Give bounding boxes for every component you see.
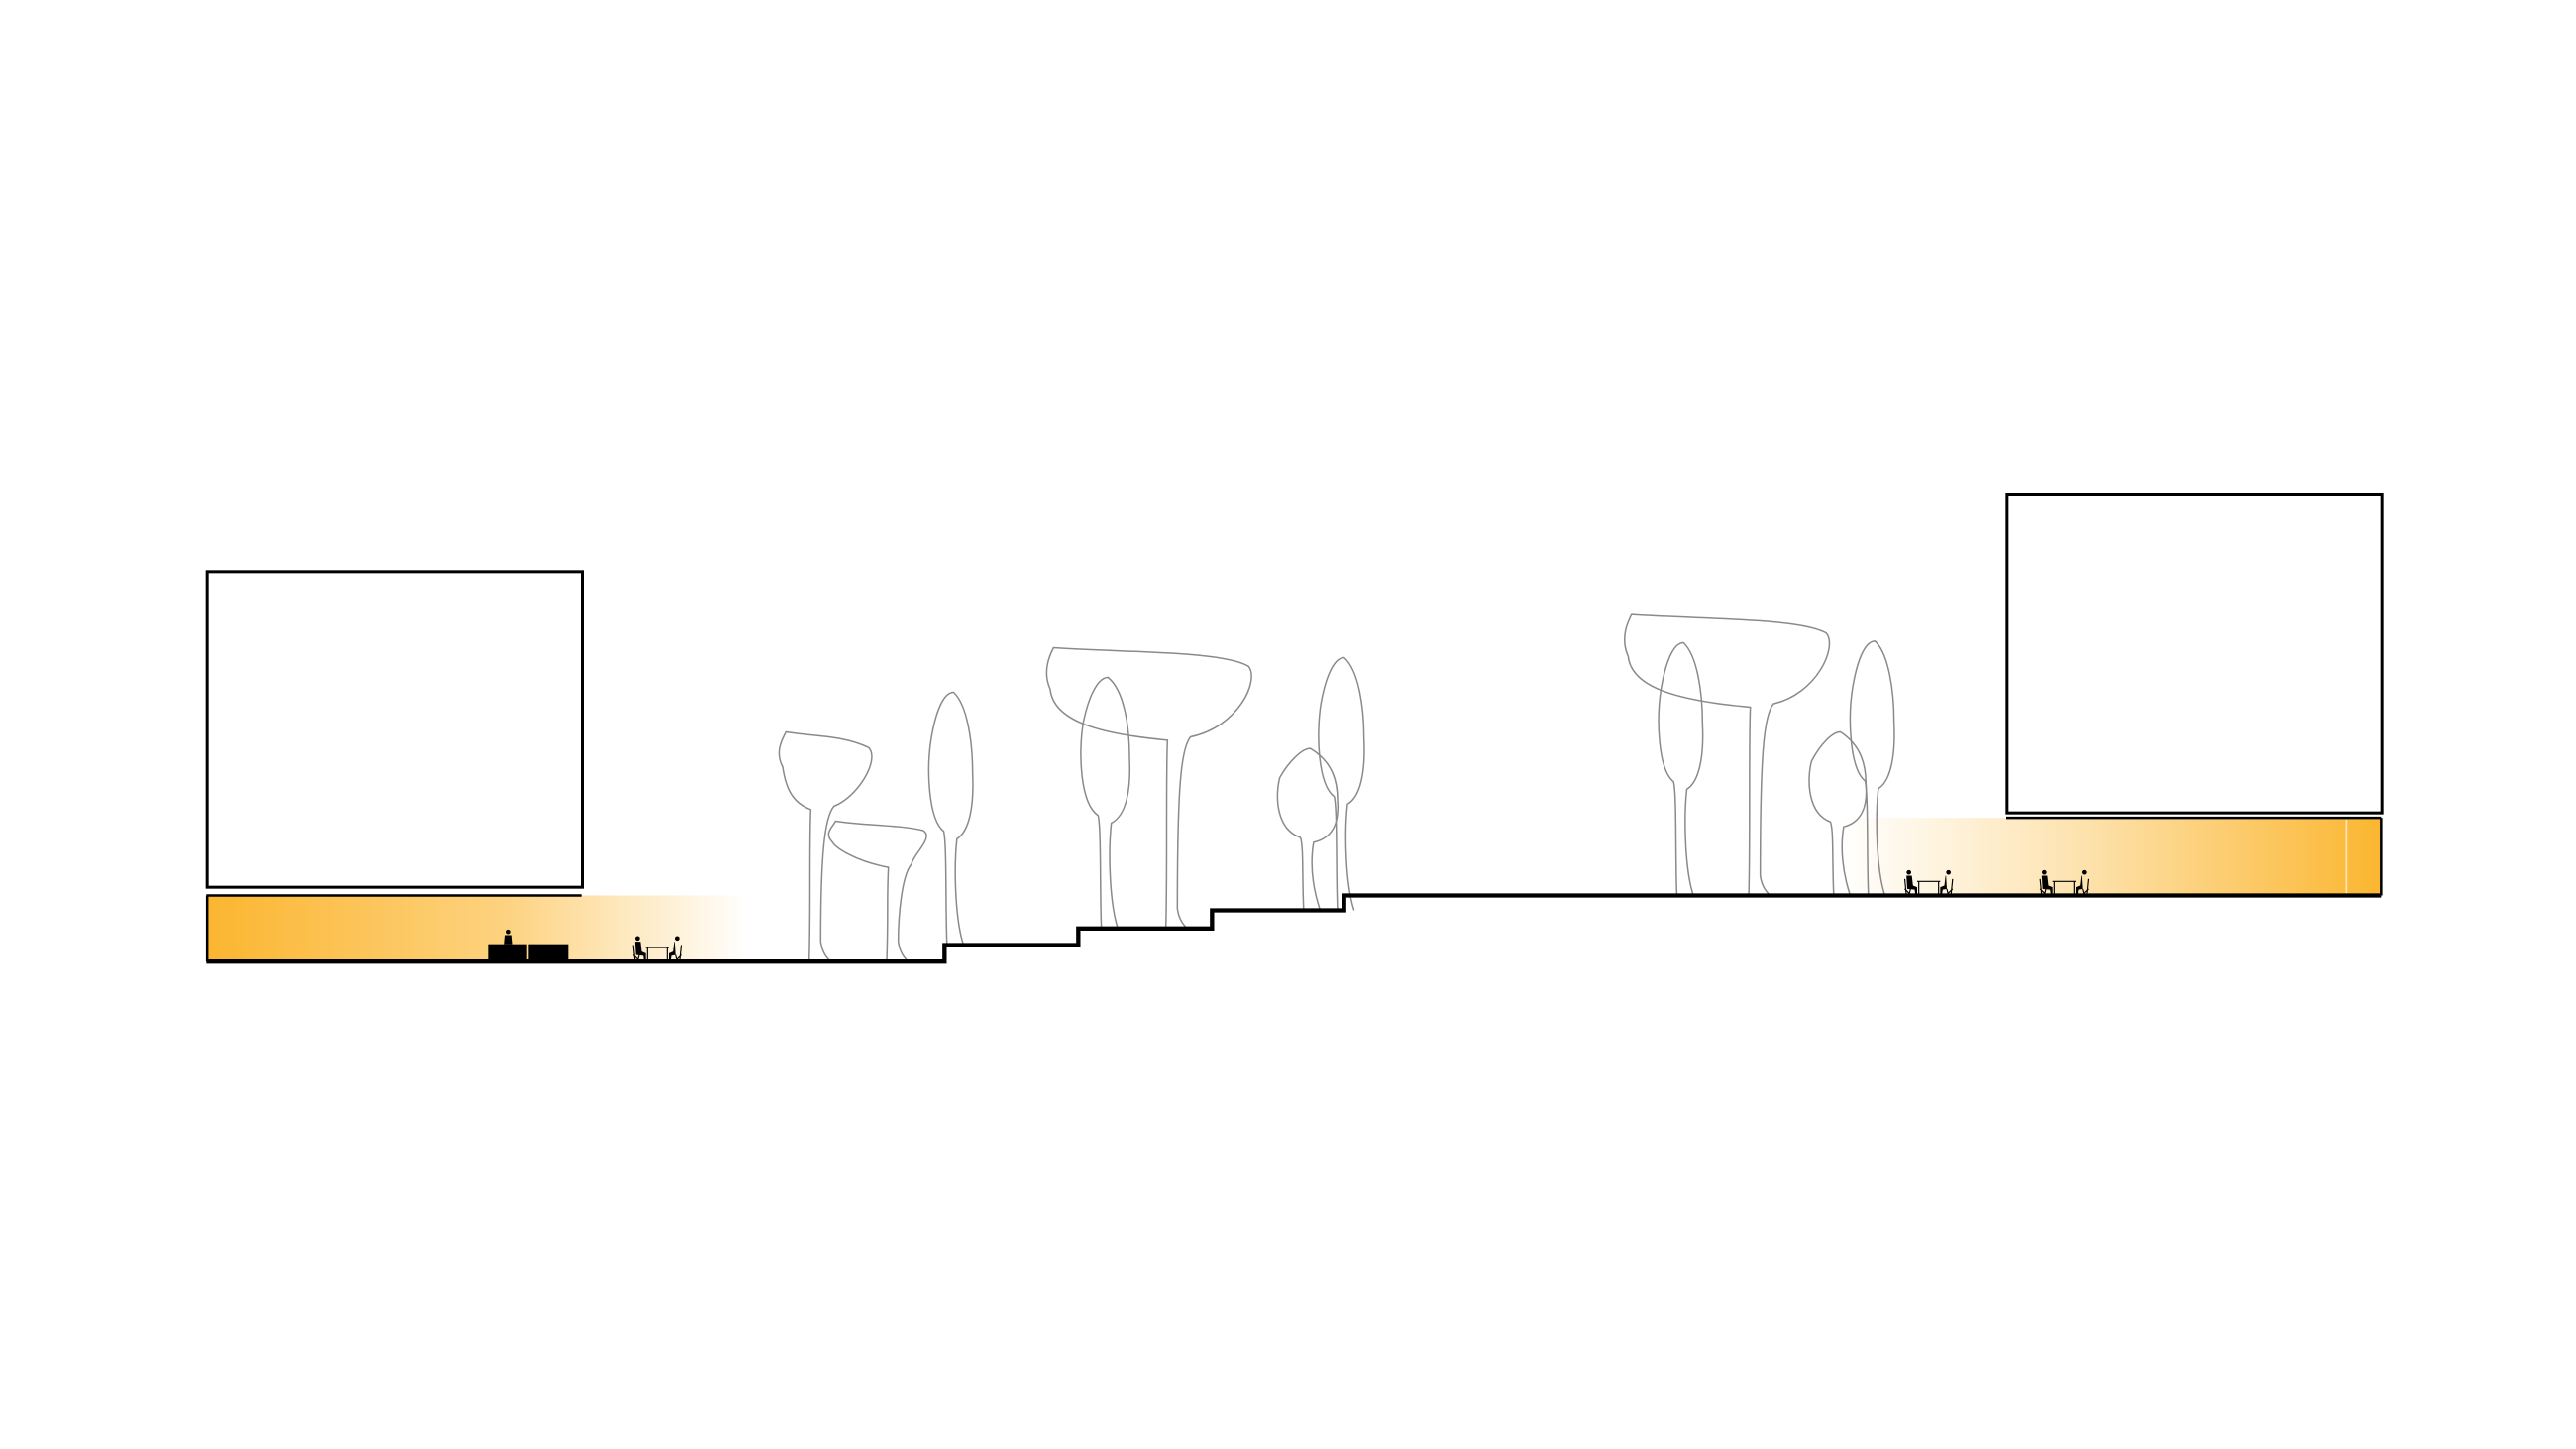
trees-group: [778, 613, 1895, 962]
terraced-ground-line: [206, 893, 2382, 964]
columnar-tree-icon: [1318, 656, 1365, 911]
columnar-tree-icon: [1808, 730, 1868, 896]
seated-person-icon: [632, 936, 646, 962]
table-icon: [645, 947, 669, 962]
columnar-tree-icon: [1080, 676, 1131, 930]
umbrella-tree-icon: [778, 730, 873, 962]
left-building: [205, 570, 584, 889]
counter-icon: [488, 944, 569, 962]
left-activity-band: [206, 895, 749, 962]
seating-group-icon: [632, 936, 683, 962]
seating-group-icon: [1903, 869, 1954, 896]
umbrella-tree-icon: [1045, 646, 1252, 930]
columnar-tree-icon: [927, 691, 974, 946]
right-activity-band: [1841, 818, 2382, 896]
umbrella-tree-icon: [1624, 613, 1831, 897]
right-building: [2005, 493, 2384, 815]
table-icon: [1917, 880, 1941, 896]
umbrella-tree-icon: [827, 820, 927, 962]
columnar-tree-icon: [1849, 640, 1895, 896]
figures-group: [488, 869, 2090, 962]
table-icon: [2052, 880, 2076, 896]
seating-group-icon: [2039, 869, 2090, 896]
standing-person-icon: [504, 929, 513, 945]
columnar-tree-icon: [1276, 747, 1340, 911]
columnar-tree-icon: [1658, 641, 1704, 896]
